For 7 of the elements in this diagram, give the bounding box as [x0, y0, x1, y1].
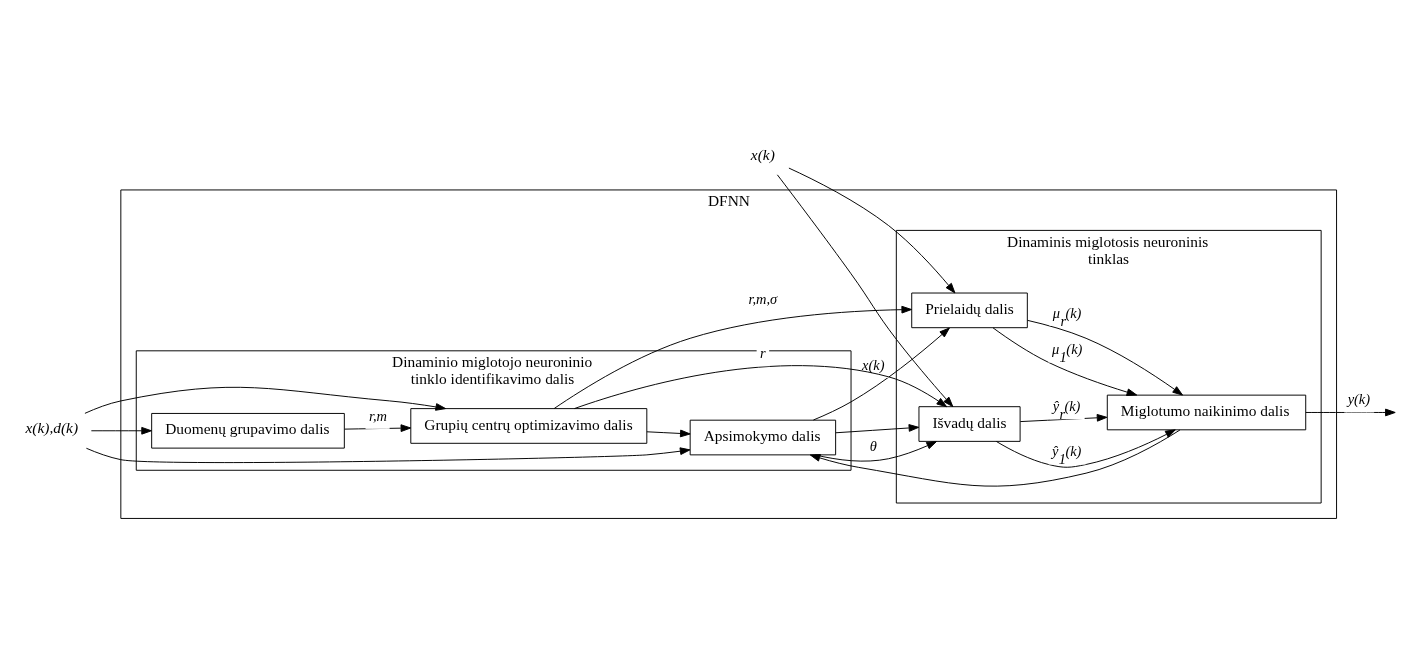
edge-label: r,m [368, 407, 387, 424]
node-text: x(k),d(k) [25, 419, 79, 437]
edge-label: r,m,σ [748, 291, 778, 308]
edge-label: x(k) [862, 356, 885, 373]
edge-label: y(k) [1347, 391, 1371, 408]
edge-label: θ [869, 437, 877, 454]
node-text: x(k) [750, 145, 775, 163]
